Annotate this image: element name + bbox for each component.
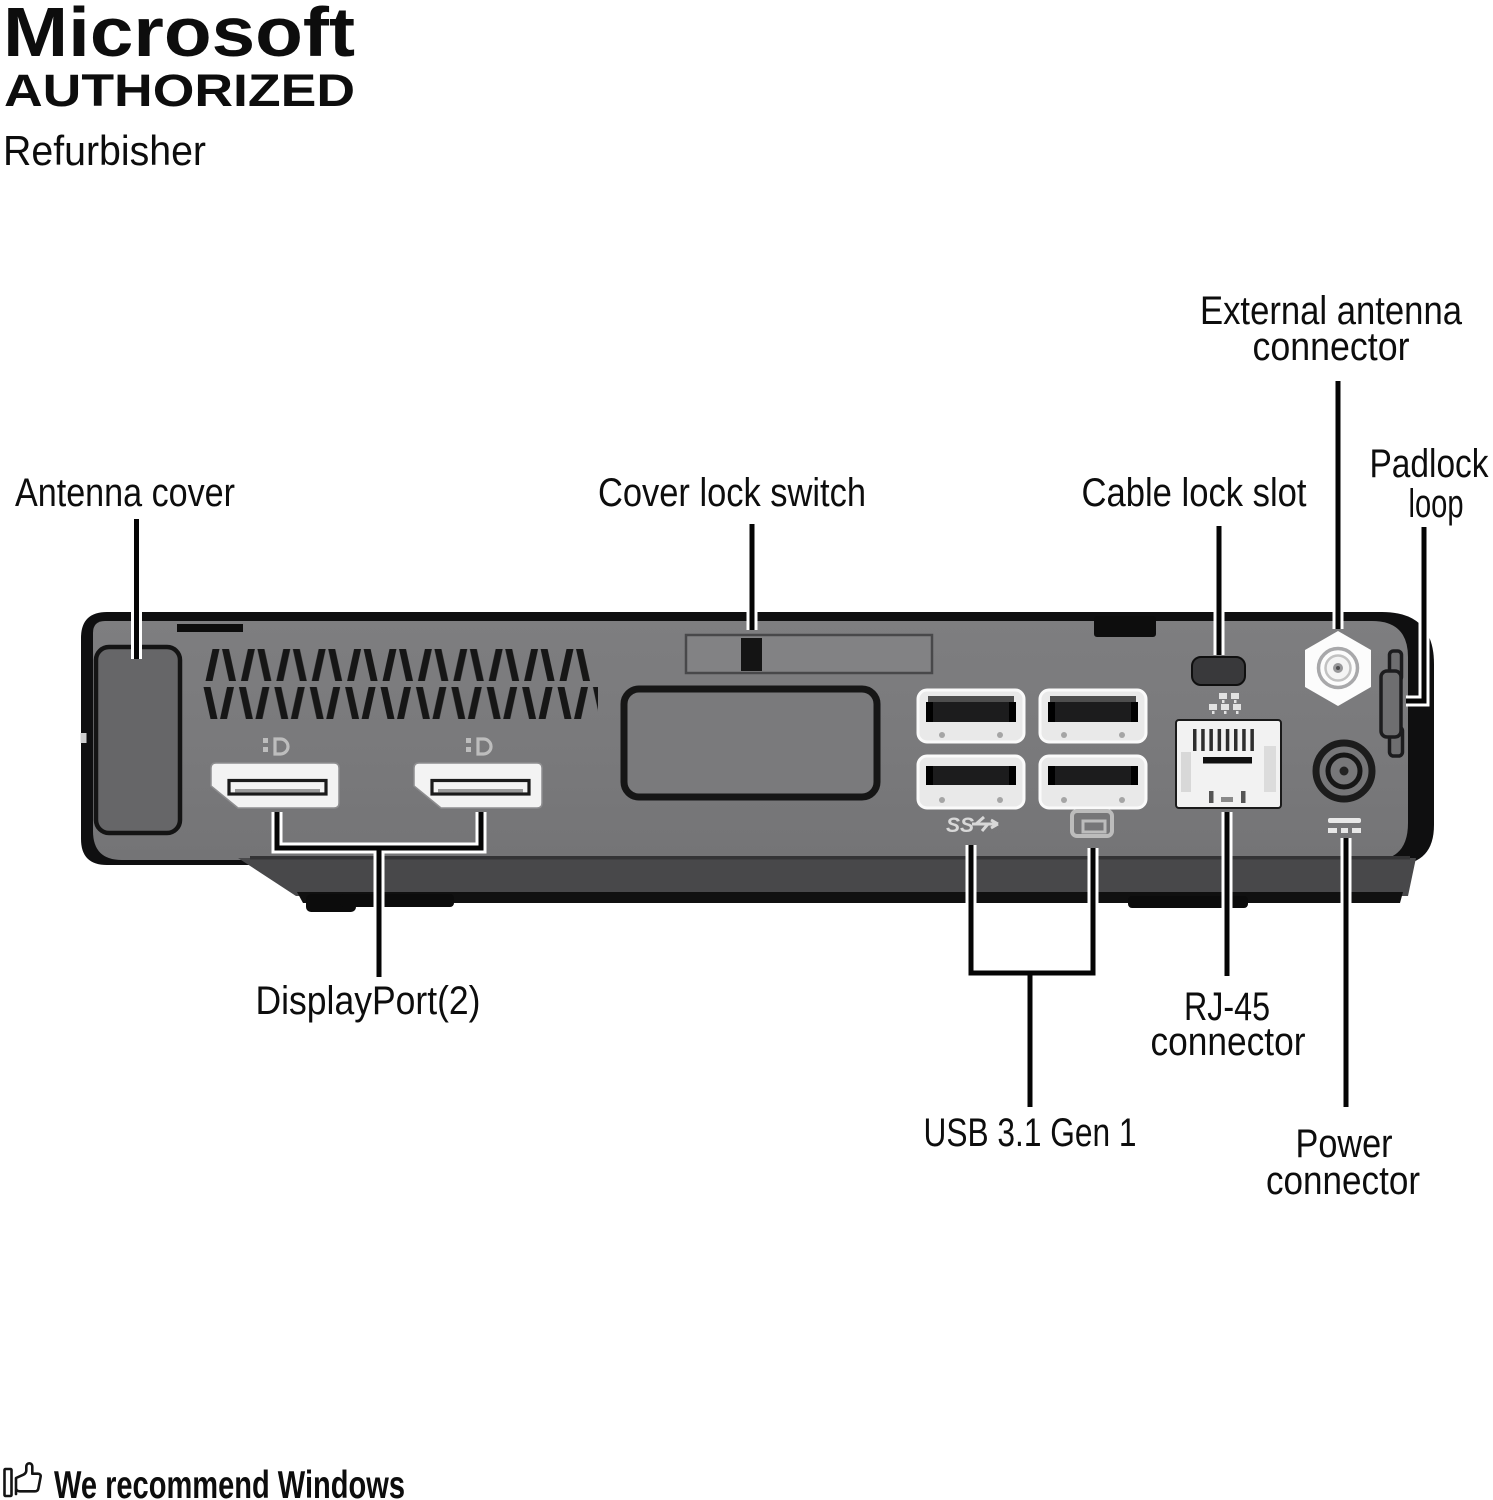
svg-text:SS: SS: [946, 814, 974, 837]
svg-text:Cable lock slot: Cable lock slot: [1082, 471, 1307, 515]
svg-text:USB 3.1 Gen 1: USB 3.1 Gen 1: [924, 1111, 1137, 1155]
svg-text:Cover lock switch: Cover lock switch: [598, 471, 866, 515]
svg-text:We recommend Windows: We recommend Windows: [54, 1464, 405, 1500]
svg-text:Power: Power: [1296, 1122, 1393, 1166]
svg-text:AUTHORIZED: AUTHORIZED: [4, 65, 355, 116]
svg-text:Microsoft: Microsoft: [3, 0, 355, 71]
svg-text:RJ-45: RJ-45: [1184, 985, 1270, 1029]
svg-text:connector: connector: [1151, 1020, 1306, 1064]
svg-text:connector: connector: [1253, 325, 1410, 369]
svg-text:DisplayPort(2): DisplayPort(2): [256, 979, 481, 1023]
svg-text:connector: connector: [1266, 1159, 1420, 1203]
svg-text:Padlock: Padlock: [1370, 442, 1490, 486]
svg-text:Refurbisher: Refurbisher: [3, 127, 206, 174]
svg-text:External antenna: External antenna: [1200, 289, 1463, 333]
svg-text:loop: loop: [1409, 482, 1464, 526]
svg-text:Antenna cover: Antenna cover: [15, 471, 235, 515]
